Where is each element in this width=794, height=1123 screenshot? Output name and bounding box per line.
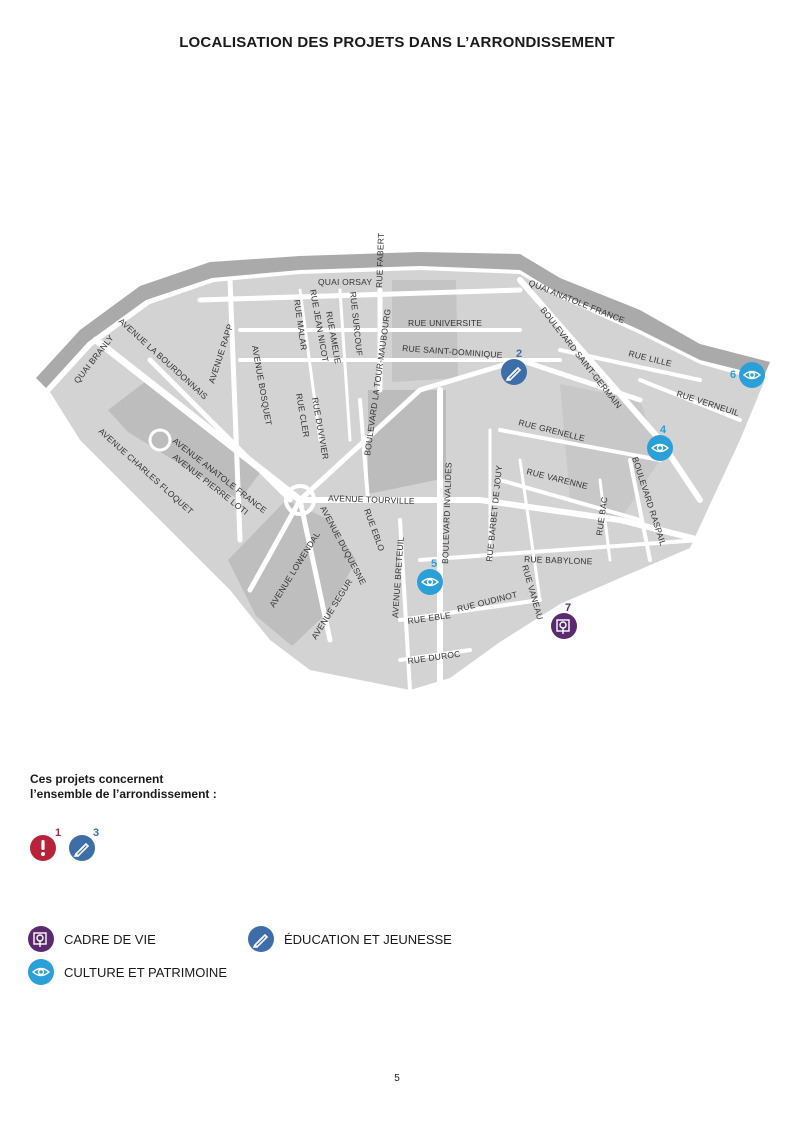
pencil-icon [248,926,274,952]
tree-icon [556,619,570,634]
champ-de-mars-block [108,378,262,500]
legend-cadre-de-vie: CADRE DE VIE [28,926,156,952]
global-project-3[interactable]: 3 [69,827,99,861]
legend-education: ÉDUCATION ET JEUNESSE [248,926,452,952]
invalides-block [368,390,446,494]
marker-number: 7 [565,602,571,614]
marker-4[interactable]: 4 [647,424,673,461]
marker-number: 3 [93,827,99,839]
global-note-line2: l’ensemble de l’arrondissement : [30,787,217,801]
legend-label: ÉDUCATION ET JEUNESSE [284,931,452,947]
label-bd-invalides: BOULEVARD INVALIDES [440,462,454,564]
river-seine [36,252,770,388]
global-projects-note: Ces projets concernent l’ensemble de l’a… [30,772,217,802]
marker-number: 1 [55,827,61,839]
label-rue-babylone: RUE BABYLONE [524,554,593,566]
marker-2[interactable]: 2 [501,348,527,385]
global-project-1[interactable]: 1 [30,827,61,861]
marker-number: 2 [516,348,522,360]
arrondissement-map: QUAI ORSAY QUAI BRANLY QUAI ANATOLE FRAN… [36,232,770,693]
marker-number: 5 [431,558,437,570]
marker-number: 6 [730,369,736,381]
alert-icon [41,840,45,856]
marker-5[interactable]: 5 [417,558,443,595]
page-title: LOCALISATION DES PROJETS DANS L’ARRONDIS… [179,34,615,51]
marker-7[interactable]: 7 [551,602,577,639]
eye-icon [742,370,762,380]
pencil-icon [73,842,90,858]
eye-icon [420,577,440,587]
label-rue-universite: RUE UNIVERSITE [408,318,482,328]
place-roundabout [284,484,316,516]
eye-icon [650,443,670,453]
legend-label: CULTURE ET PATRIMOINE [64,964,227,980]
place-roundabout-west [148,428,172,452]
page-number: 5 [394,1073,400,1084]
legend-culture: CULTURE ET PATRIMOINE [28,959,227,985]
marker-number: 4 [660,424,667,436]
pencil-icon [505,366,522,382]
label-quai-orsay: QUAI ORSAY [318,277,372,287]
eye-icon [28,959,54,985]
marker-6[interactable]: 6 [730,362,765,388]
label-av-tourville: AVENUE TOURVILLE [328,493,415,506]
street-network [92,277,742,693]
label-rue-fabert: RUE FABERT [374,233,386,289]
global-project-icons: 1 3 [30,827,99,861]
legend-label: CADRE DE VIE [64,931,156,947]
global-note-line1: Ces projets concernent [30,772,164,786]
tree-icon [28,926,54,952]
